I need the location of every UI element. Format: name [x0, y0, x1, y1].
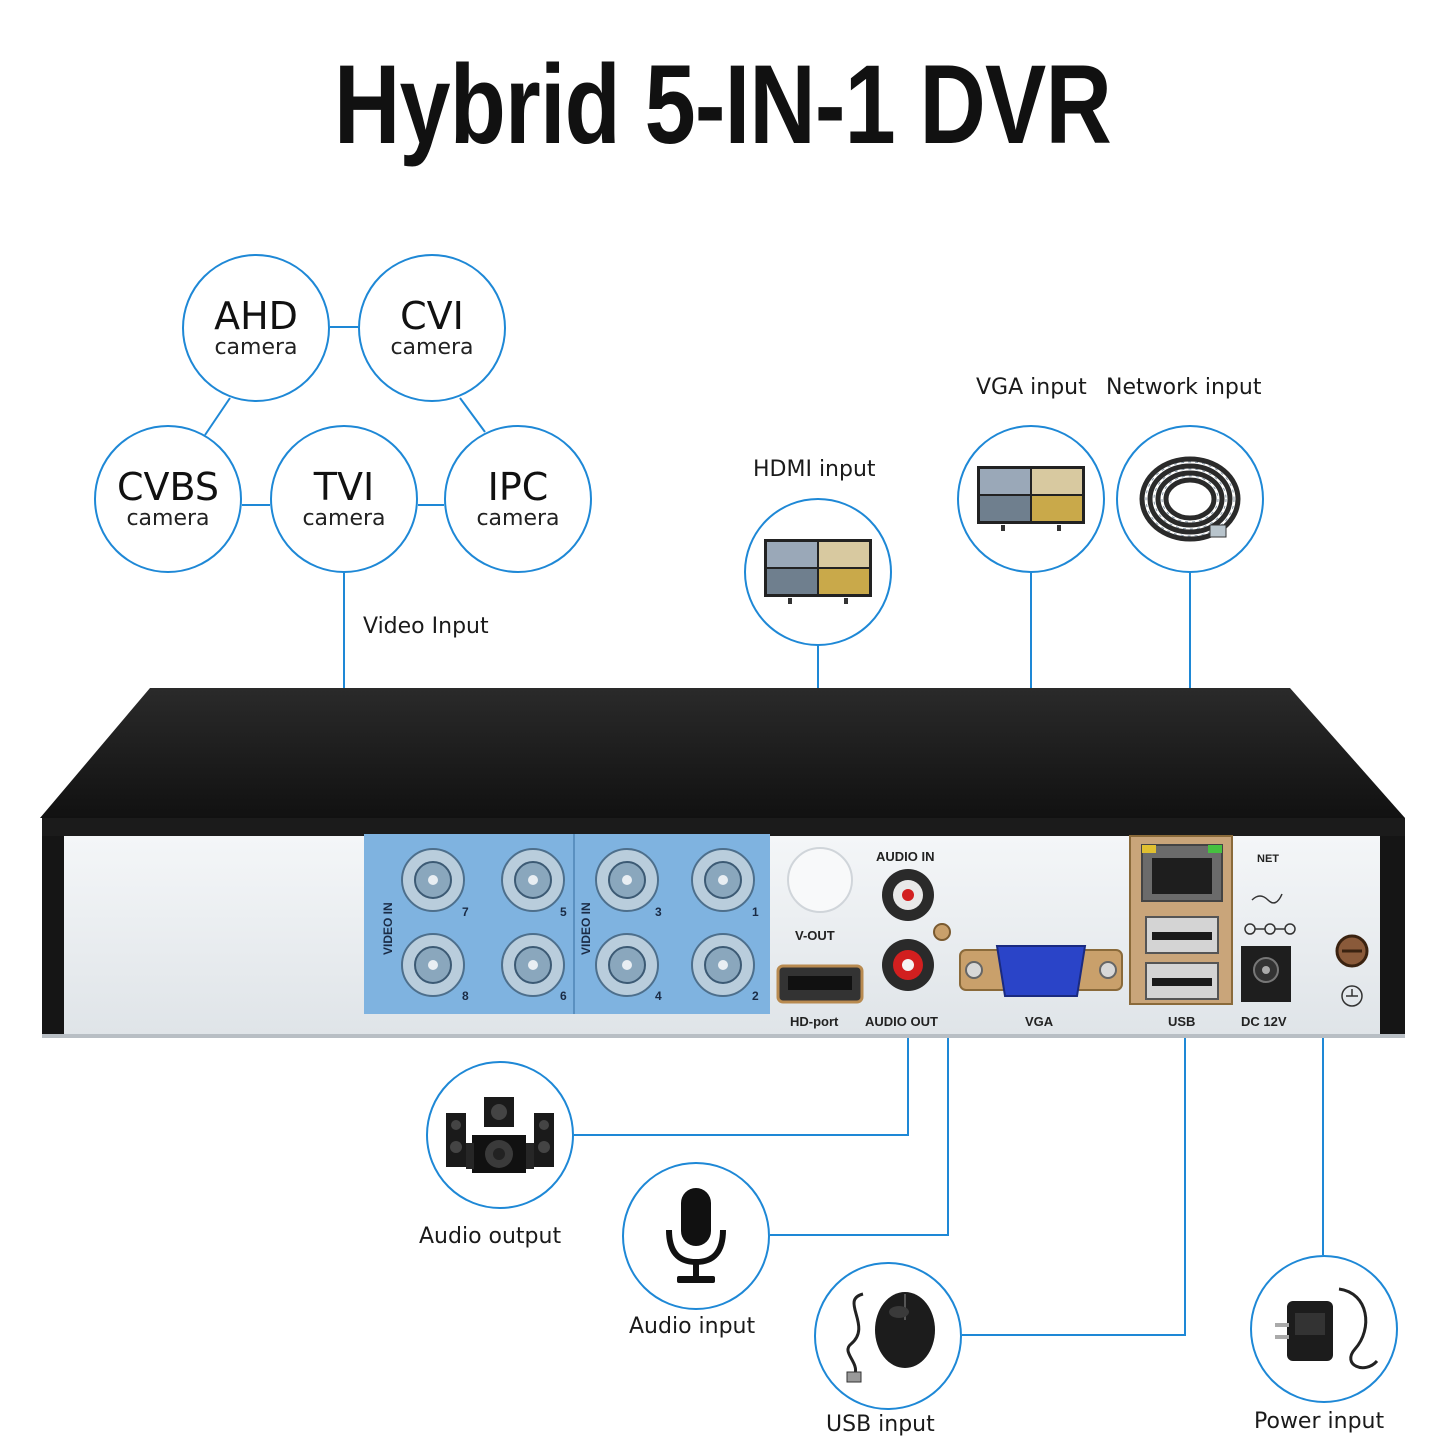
hdmi-tv-bubble [744, 498, 892, 646]
channel-8: 8 [462, 989, 469, 1003]
vga-input-caption: VGA input [976, 375, 1087, 400]
microphone-icon [666, 1188, 726, 1283]
network-cable-icon [1139, 456, 1241, 542]
tv-icon [764, 539, 872, 604]
mouse-icon [846, 1292, 935, 1383]
power-adapter-icon [1275, 1287, 1379, 1370]
channel-1: 1 [752, 905, 759, 919]
channel-5: 5 [560, 905, 567, 919]
network-cable-bubble [1116, 425, 1264, 573]
mouse-bubble [814, 1262, 962, 1410]
v-out-label: V-OUT [795, 928, 835, 943]
hd-port-label: HD-port [790, 1014, 839, 1029]
microphone-bubble [622, 1162, 770, 1310]
cvbs-sub: camera [126, 506, 210, 531]
dvr-top-lid [40, 688, 1405, 818]
ipc-camera-bubble: IPC camera [444, 425, 592, 573]
video-input-caption: Video Input [363, 614, 489, 639]
audio-output-caption: Audio output [419, 1224, 562, 1249]
network-input-caption: Network input [1106, 375, 1262, 400]
tvi-camera-bubble: TVI camera [270, 425, 418, 573]
tv-icon [977, 466, 1085, 531]
ground-icon [1341, 985, 1363, 1007]
cvbs-label: CVBS [116, 465, 220, 509]
cvi-camera-bubble: CVI camera [358, 254, 506, 402]
ahd-label: AHD [214, 294, 298, 338]
vga-tv-bubble [957, 425, 1105, 573]
tvi-sub: camera [302, 506, 386, 531]
audio-input-caption: Audio input [629, 1314, 756, 1339]
ahd-camera-bubble: AHD camera [182, 254, 330, 402]
ipc-label: IPC [487, 465, 549, 509]
speaker-icon [446, 1097, 554, 1173]
audio-out-label: AUDIO OUT [865, 1014, 938, 1029]
audio-in-label: AUDIO IN [876, 849, 935, 864]
channel-7: 7 [462, 905, 469, 919]
usb-label: USB [1168, 1014, 1195, 1029]
ipc-sub: camera [476, 506, 560, 531]
channel-2: 2 [752, 989, 759, 1003]
channel-4: 4 [655, 989, 662, 1003]
power-input-caption: Power input [1254, 1409, 1385, 1434]
channel-3: 3 [655, 905, 662, 919]
net-label: NET [1257, 853, 1279, 865]
power-adapter-bubble [1250, 1255, 1398, 1403]
video-in-label-right: VIDEO IN [579, 902, 593, 955]
vga-port [959, 945, 1123, 997]
cvi-sub: camera [390, 335, 474, 360]
speaker-bubble [426, 1061, 574, 1209]
vga-label: VGA [1025, 1014, 1054, 1029]
cvi-label: CVI [400, 294, 464, 338]
tvi-label: TVI [313, 465, 375, 509]
video-in-label-left: VIDEO IN [381, 902, 395, 955]
v-out-port [787, 847, 853, 913]
page-title: Hybrid 5-IN-1 DVR [333, 42, 1112, 167]
channel-6: 6 [560, 989, 567, 1003]
dc-label: DC 12V [1241, 1014, 1287, 1029]
usb-input-caption: USB input [826, 1412, 935, 1437]
hdmi-input-caption: HDMI input [753, 457, 876, 482]
cvbs-camera-bubble: CVBS camera [94, 425, 242, 573]
ahd-sub: camera [214, 335, 298, 360]
